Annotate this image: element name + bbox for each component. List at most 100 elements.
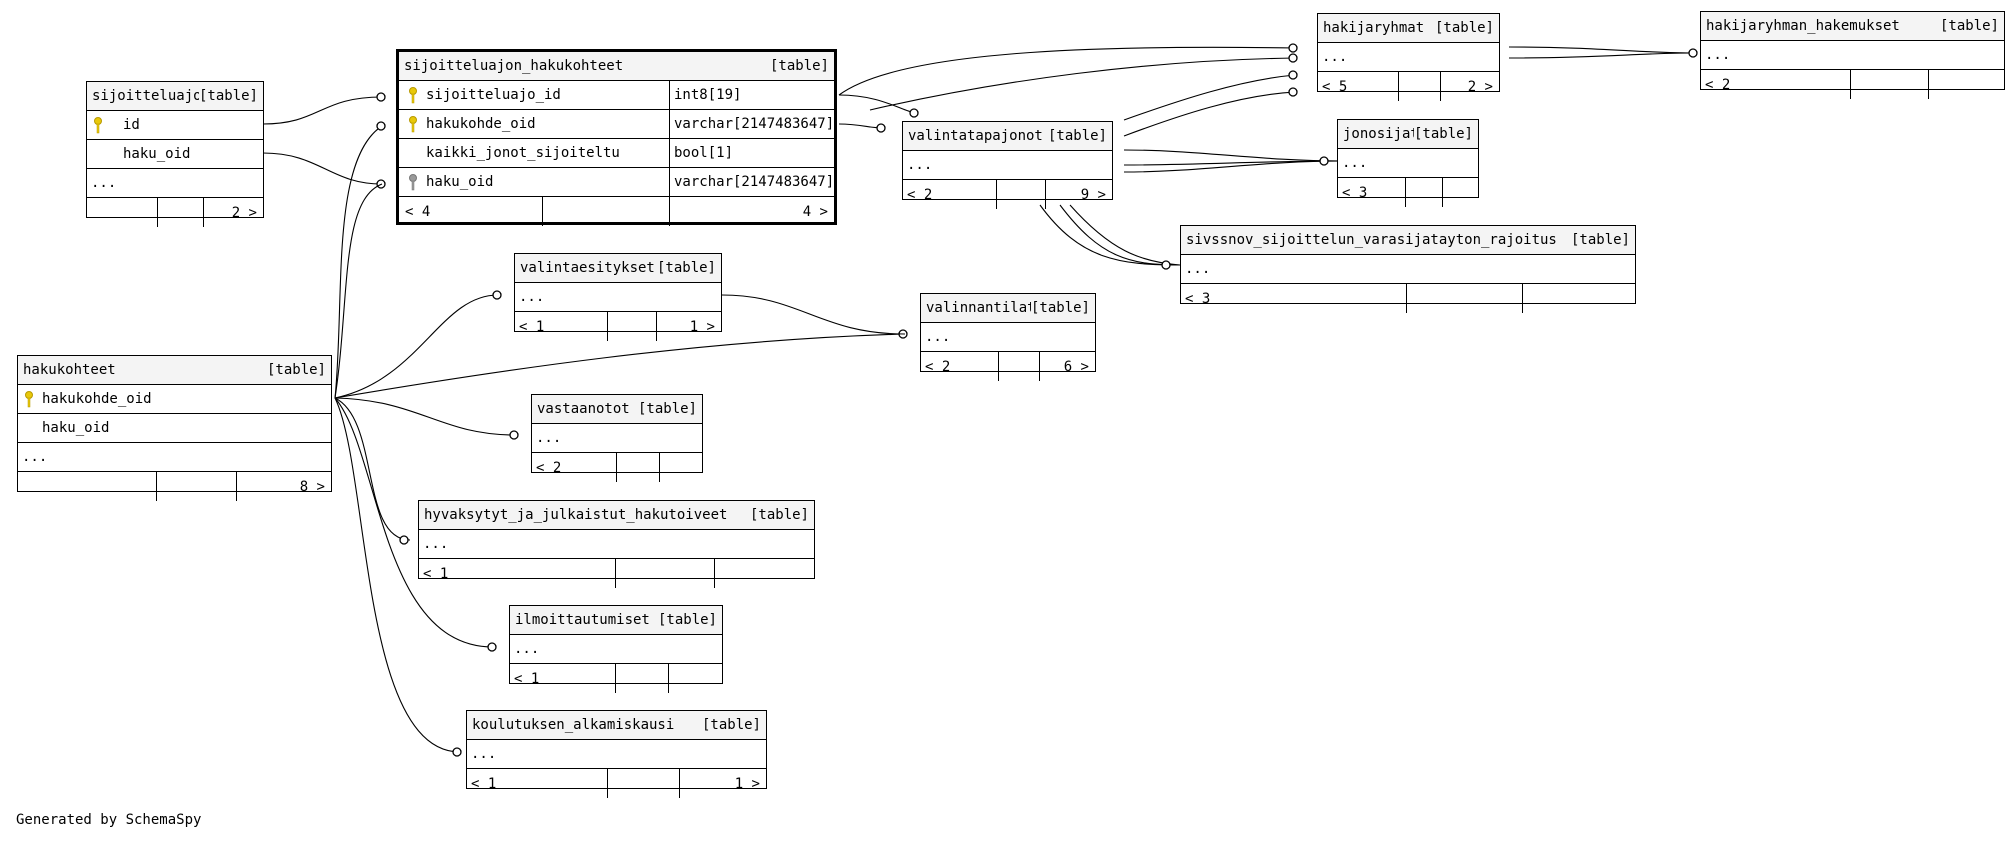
table-footer: < 3: [1338, 178, 1478, 207]
crowfoot-marker: [399, 535, 409, 545]
column-name: hakukohde_oid: [42, 391, 152, 407]
table-type: [table]: [1434, 20, 1494, 36]
crowfoot-marker: [1288, 53, 1298, 63]
more-columns: ...: [536, 430, 562, 446]
column-type: varchar[2147483647]: [674, 116, 834, 132]
children-count[interactable]: 2 >: [231, 204, 257, 221]
table-type: [table]: [657, 612, 717, 628]
table-header: sivssnov_sijoittelun_varasijatayton_rajo…: [1181, 226, 1635, 255]
link-sijoitteluajon-valintatapajonot: [838, 94, 916, 114]
table-sijoitteluajon-hakukohteet[interactable]: sijoitteluajon_hakukohteet[table] sijoit…: [396, 49, 837, 226]
parents-count[interactable]: < 4: [405, 203, 431, 220]
table-name: hakijaryhmat: [1323, 20, 1425, 36]
table-ilmoittautumiset[interactable]: ilmoittautumiset[table] ... < 1: [509, 605, 723, 693]
crowfoot-marker: [1288, 70, 1298, 80]
children-count[interactable]: 8 >: [299, 478, 325, 495]
table-hyvaksytyt-ja-julkaistut-hakutoiveet[interactable]: hyvaksytyt_ja_julkaistut_hakutoiveet[tab…: [418, 500, 815, 588]
table-name: hakijaryhman_hakemukset: [1706, 18, 1900, 34]
parents-count[interactable]: < 2: [907, 186, 933, 203]
link-valintaesitykset-valinnantilat: [721, 294, 906, 335]
more-columns: ...: [471, 746, 497, 762]
children-count[interactable]: 9 >: [1080, 186, 1106, 203]
table-type: [table]: [1047, 128, 1107, 144]
parents-count[interactable]: < 3: [1342, 184, 1368, 201]
more-columns-row: ...: [515, 283, 721, 312]
more-columns-row: ...: [903, 151, 1112, 180]
more-columns: ...: [519, 289, 545, 305]
more-columns-row: ...: [921, 323, 1095, 352]
table-header: hakijaryhman_hakemukset [table]: [1701, 12, 2004, 41]
children-count[interactable]: 4 >: [802, 203, 828, 220]
link-hakukohteet-sijoitteluajon: [334, 125, 383, 399]
parents-count[interactable]: < 5: [1322, 78, 1348, 95]
table-header: koulutuksen_alkamiskausi[table]: [467, 711, 766, 740]
children-count[interactable]: 1 >: [689, 318, 715, 335]
parents-count[interactable]: < 1: [519, 318, 545, 335]
table-type: [table]: [701, 717, 761, 733]
table-footer: < 1 1 >: [467, 769, 766, 798]
table-koulutuksen-alkamiskausi[interactable]: koulutuksen_alkamiskausi[table] ... < 1 1…: [466, 710, 767, 798]
column-type: int8[19]: [674, 87, 742, 103]
table-type: [table]: [266, 362, 326, 378]
table-footer: < 2: [1701, 70, 2004, 99]
children-count[interactable]: 2 >: [1467, 78, 1493, 95]
more-columns: ...: [1705, 47, 1731, 63]
table-type: [table]: [198, 88, 258, 104]
link-sijoitteluajon-hakijaryhmat: [838, 46, 1296, 96]
parents-count[interactable]: < 1: [471, 775, 497, 792]
parents-count[interactable]: < 2: [1705, 76, 1731, 93]
table-type: [table]: [769, 58, 829, 74]
more-columns-row: ...: [532, 424, 702, 453]
table-type: [table]: [749, 507, 809, 523]
table-sivssnov-sijoittelun-varasijatayton-rajoitus[interactable]: sivssnov_sijoittelun_varasijatayton_rajo…: [1180, 225, 1636, 313]
generated-by-footer: Generated by SchemaSpy: [16, 812, 202, 828]
table-header: hakijaryhmat [table]: [1318, 14, 1499, 43]
table-footer: < 1 1 >: [515, 312, 721, 341]
table-jonosijat[interactable]: jonosijat[table] ... < 3: [1337, 119, 1479, 207]
table-name: sijoitteluajot: [92, 88, 199, 104]
link-haku-oid: [262, 152, 383, 185]
link-hakukohteet-haku: [334, 183, 383, 399]
table-hakukohteet[interactable]: hakukohteet[table] hakukohde_oid haku_oi…: [17, 355, 332, 501]
table-name: valinnantilat: [926, 300, 1031, 316]
crowfoot-marker: [487, 642, 497, 652]
more-columns: ...: [925, 329, 951, 345]
table-hakijaryhmat[interactable]: hakijaryhmat [table] ... < 5 2 >: [1317, 13, 1500, 101]
table-type: [table]: [1939, 18, 1999, 34]
crowfoot-marker: [1288, 43, 1298, 53]
parents-count[interactable]: < 2: [536, 459, 562, 476]
link-valintatapajonot-jonosijat-3: [1123, 160, 1343, 173]
table-header: sijoitteluajot[table]: [87, 82, 263, 111]
parents-count[interactable]: < 2: [925, 358, 951, 375]
more-columns: ...: [1322, 49, 1348, 65]
table-hakijaryhman-hakemukset[interactable]: hakijaryhman_hakemukset [table] ... < 2: [1700, 11, 2005, 99]
table-header: ilmoittautumiset[table]: [510, 606, 722, 635]
link-valintatapajonot-jonosijat: [1123, 149, 1343, 162]
parents-count[interactable]: < 3: [1185, 290, 1211, 307]
more-columns: ...: [1342, 155, 1368, 171]
children-count[interactable]: 6 >: [1063, 358, 1089, 375]
link-sijoitteluajon-valintatapajonot-2: [838, 123, 883, 129]
table-vastaanotot[interactable]: vastaanotot[table] ... < 2: [531, 394, 703, 482]
table-footer: < 2: [532, 453, 702, 482]
parents-count[interactable]: < 1: [514, 670, 540, 687]
crowfoot-marker: [1161, 260, 1171, 270]
crowfoot-marker: [876, 123, 886, 133]
table-type: [table]: [656, 260, 716, 276]
column-name: id: [123, 117, 140, 133]
link-hakijaryhmat-hakemukset: [1508, 46, 1696, 54]
table-type: [table]: [1570, 232, 1630, 248]
table-sijoitteluajot[interactable]: sijoitteluajot[table] id haku_oid ... 2 …: [86, 81, 264, 227]
link-hakijaryhmat-hakemukset-2: [1508, 52, 1696, 59]
crowfoot-marker: [1688, 48, 1698, 58]
parents-count[interactable]: < 1: [423, 565, 449, 582]
table-name: sivssnov_sijoittelun_varasijatayton_rajo…: [1186, 232, 1557, 248]
children-count[interactable]: 1 >: [734, 775, 760, 792]
table-footer: < 1: [510, 664, 722, 693]
primary-key-icon: [24, 385, 34, 413]
